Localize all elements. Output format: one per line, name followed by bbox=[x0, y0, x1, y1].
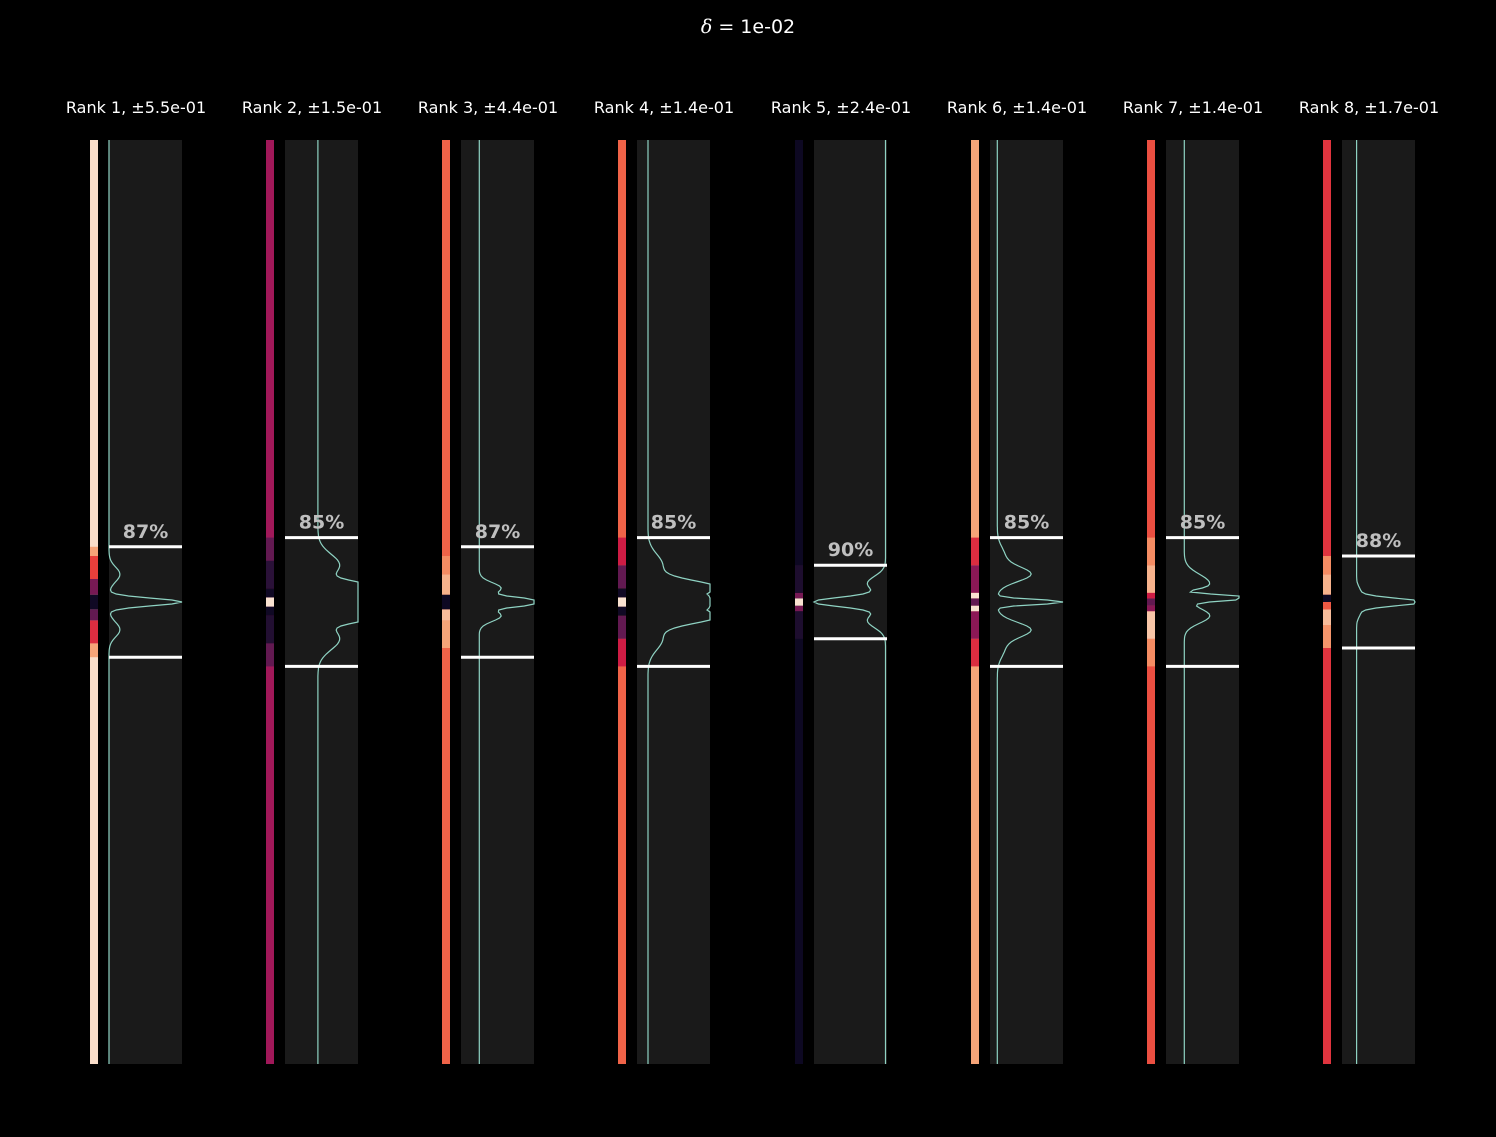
strip-band-3-0 bbox=[442, 620, 450, 648]
panel-title-1: Rank 1, ±5.5e-01 bbox=[66, 98, 206, 117]
strip-band-1-5 bbox=[90, 556, 98, 579]
strip-band-8-1 bbox=[1323, 609, 1331, 625]
strip-band-3-2 bbox=[442, 594, 450, 610]
coverage-label-8: 88% bbox=[1356, 530, 1401, 552]
strip-band-3-1 bbox=[442, 609, 450, 621]
profile-curve-4 bbox=[647, 140, 711, 1064]
strip-band-5-1 bbox=[795, 605, 803, 612]
strip-band-5-4 bbox=[795, 565, 803, 593]
coverage-label-5: 90% bbox=[828, 539, 873, 561]
strip-band-5-0 bbox=[795, 611, 803, 639]
strip-band-6-6 bbox=[971, 537, 979, 566]
strip-band-6-2 bbox=[971, 605, 979, 612]
strip-band-7-1 bbox=[1147, 611, 1155, 639]
strip-band-6-3 bbox=[971, 598, 979, 606]
panel-title-4: Rank 4, ±1.4e-01 bbox=[594, 98, 734, 117]
coverage-label-3: 87% bbox=[475, 521, 520, 543]
panel-title-5: Rank 5, ±2.4e-01 bbox=[771, 98, 911, 117]
strip-band-3-4 bbox=[442, 556, 450, 575]
profile-curve-8 bbox=[1355, 140, 1416, 1064]
panel-background-8 bbox=[1342, 140, 1415, 1064]
strip-band-2-5 bbox=[266, 560, 274, 589]
strip-band-8-0 bbox=[1323, 625, 1331, 648]
strip-band-4-1 bbox=[618, 615, 626, 639]
panel-background-5 bbox=[814, 140, 887, 1064]
strip-band-4-0 bbox=[618, 638, 626, 667]
panel-title-7: Rank 7, ±1.4e-01 bbox=[1123, 98, 1263, 117]
profile-curve-2 bbox=[317, 140, 359, 1064]
panel-title-6: Rank 6, ±1.4e-01 bbox=[947, 98, 1087, 117]
strip-band-7-2 bbox=[1147, 605, 1155, 612]
coverage-label-2: 85% bbox=[299, 512, 344, 534]
strip-band-7-3 bbox=[1147, 598, 1155, 606]
strip-band-4-6 bbox=[618, 537, 626, 566]
strip-band-2-3 bbox=[266, 597, 274, 607]
strip-band-1-6 bbox=[90, 546, 98, 556]
panel-title-2: Rank 2, ±1.5e-01 bbox=[242, 98, 382, 117]
strip-band-7-5 bbox=[1147, 565, 1155, 593]
coverage-label-1: 87% bbox=[123, 521, 168, 543]
panel-title-3: Rank 3, ±4.4e-01 bbox=[418, 98, 558, 117]
strip-band-1-2 bbox=[90, 609, 98, 621]
panel-title-8: Rank 8, ±1.7e-01 bbox=[1299, 98, 1439, 117]
profile-curve-6 bbox=[996, 140, 1064, 1064]
coverage-label-6: 85% bbox=[1004, 512, 1049, 534]
strip-band-4-5 bbox=[618, 565, 626, 589]
profile-curve-7 bbox=[1183, 140, 1240, 1064]
panel-background-7 bbox=[1166, 140, 1239, 1064]
strip-band-6-4 bbox=[971, 592, 979, 599]
strip-band-2-1 bbox=[266, 615, 274, 644]
profile-curve-5 bbox=[812, 140, 887, 1064]
strip-band-8-4 bbox=[1323, 574, 1331, 595]
strip-band-2-2 bbox=[266, 606, 274, 616]
strip-band-1-3 bbox=[90, 594, 98, 610]
strip-band-3-3 bbox=[442, 574, 450, 595]
strip-band-2-6 bbox=[266, 537, 274, 561]
profile-curve-3 bbox=[478, 140, 535, 1064]
panel-background-2 bbox=[285, 140, 358, 1064]
strip-band-4-3 bbox=[618, 597, 626, 607]
panel-background-3 bbox=[461, 140, 534, 1064]
strip-band-5-3 bbox=[795, 592, 803, 599]
panel-background-1 bbox=[109, 140, 182, 1064]
strip-band-5-2 bbox=[795, 598, 803, 606]
strip-band-4-4 bbox=[618, 588, 626, 598]
strip-band-8-5 bbox=[1323, 556, 1331, 575]
strip-band-7-6 bbox=[1147, 537, 1155, 566]
strip-band-1-4 bbox=[90, 579, 98, 595]
strip-band-6-0 bbox=[971, 638, 979, 667]
panel-background-4 bbox=[637, 140, 710, 1064]
strip-band-7-4 bbox=[1147, 592, 1155, 599]
strip-band-8-2 bbox=[1323, 602, 1331, 610]
figure-suptitle: δ = 1e-02 bbox=[700, 16, 796, 38]
panel-background-6 bbox=[990, 140, 1063, 1064]
strip-band-2-0 bbox=[266, 643, 274, 667]
profile-curve-1 bbox=[108, 140, 183, 1064]
strip-band-2-4 bbox=[266, 588, 274, 598]
strip-band-8-3 bbox=[1323, 594, 1331, 602]
strip-band-1-1 bbox=[90, 620, 98, 644]
strip-band-6-5 bbox=[971, 565, 979, 593]
strip-band-1-0 bbox=[90, 643, 98, 658]
strip-band-6-1 bbox=[971, 611, 979, 639]
strip-band-7-0 bbox=[1147, 638, 1155, 667]
strip-band-4-2 bbox=[618, 606, 626, 616]
coverage-label-7: 85% bbox=[1180, 512, 1225, 534]
coverage-label-4: 85% bbox=[651, 512, 696, 534]
